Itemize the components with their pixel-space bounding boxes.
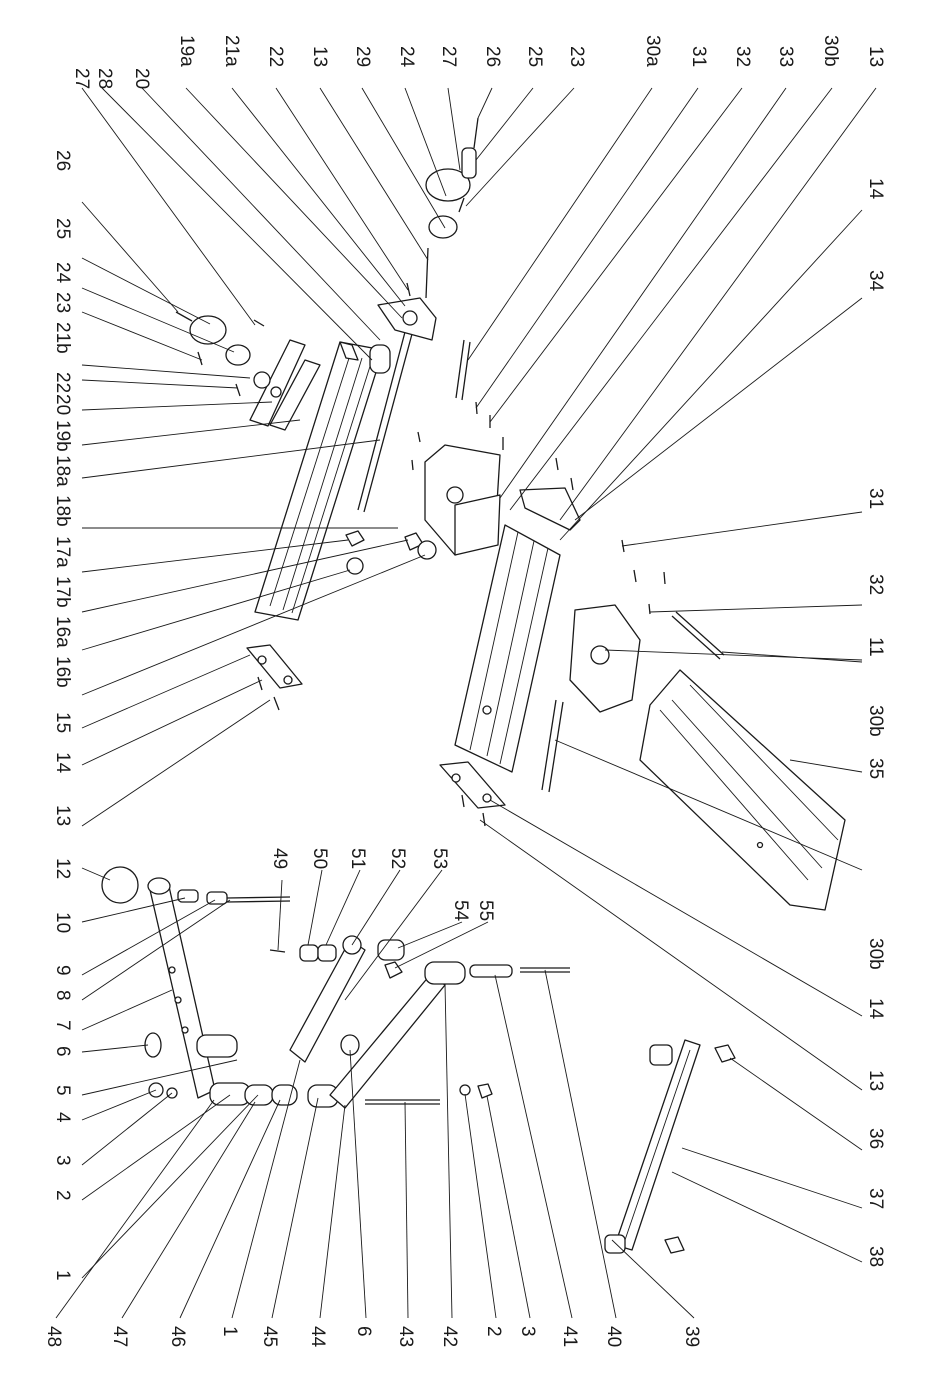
label-bottom-1: 47 bbox=[109, 1326, 130, 1347]
label-top-15: 32 bbox=[732, 46, 753, 67]
label-bottom-8: 42 bbox=[439, 1326, 460, 1347]
left-knob-assembly bbox=[176, 312, 320, 430]
label-bottom-0: 48 bbox=[43, 1326, 64, 1347]
label-left-17: 12 bbox=[52, 858, 73, 879]
label-left-7: 19b bbox=[52, 420, 73, 452]
angle-ruler bbox=[605, 1040, 735, 1253]
label-top-9: 27 bbox=[438, 46, 459, 67]
label-bottom-3: 1 bbox=[219, 1326, 240, 1337]
label-right-6: 35 bbox=[865, 758, 886, 779]
label-left-24: 4 bbox=[52, 1112, 73, 1123]
label-right-12: 38 bbox=[865, 1246, 886, 1267]
label-right-0: 14 bbox=[865, 178, 886, 200]
label-top-3: 19a bbox=[176, 35, 197, 67]
label-inner-6: 55 bbox=[475, 900, 496, 921]
label-top-14: 31 bbox=[688, 46, 709, 67]
label-inner-4: 53 bbox=[429, 848, 450, 869]
label-right-4: 11 bbox=[865, 637, 886, 657]
label-left-12: 16a bbox=[52, 616, 73, 648]
label-left-22: 6 bbox=[52, 1046, 73, 1057]
label-left-13: 16b bbox=[52, 656, 73, 688]
base-plate bbox=[640, 670, 845, 910]
label-left-16: 13 bbox=[52, 805, 73, 826]
label-inner-1: 50 bbox=[309, 848, 330, 869]
label-right-10: 36 bbox=[865, 1128, 886, 1149]
label-inner-0: 49 bbox=[269, 848, 290, 869]
label-top-18: 13 bbox=[865, 46, 886, 67]
label-right-9: 13 bbox=[865, 1070, 886, 1091]
label-left-4: 21b bbox=[52, 322, 73, 354]
label-left-0: 26 bbox=[52, 150, 73, 171]
label-right-11: 37 bbox=[865, 1188, 886, 1209]
label-right-1: 34 bbox=[865, 270, 886, 292]
label-inner-5: 54 bbox=[450, 900, 471, 922]
label-left-6: 20 bbox=[52, 394, 73, 415]
right-knob-assembly bbox=[378, 118, 478, 340]
label-bottom-6: 6 bbox=[353, 1326, 374, 1337]
label-inner-2: 51 bbox=[347, 848, 368, 869]
label-left-8: 18a bbox=[52, 455, 73, 487]
label-bottom-7: 43 bbox=[395, 1326, 416, 1347]
label-left-15: 14 bbox=[52, 752, 73, 774]
label-right-5: 30b bbox=[865, 705, 886, 737]
label-top-10: 26 bbox=[482, 46, 503, 67]
label-left-19: 9 bbox=[52, 965, 73, 976]
label-bottom-13: 39 bbox=[681, 1326, 702, 1347]
label-left-14: 15 bbox=[52, 712, 73, 733]
center-carriage bbox=[412, 340, 580, 555]
label-left-10: 17a bbox=[52, 536, 73, 568]
label-bottom-4: 45 bbox=[259, 1326, 280, 1347]
label-right-8: 14 bbox=[865, 998, 886, 1020]
label-top-13: 30a bbox=[642, 35, 663, 67]
label-bottom-2: 46 bbox=[167, 1326, 188, 1347]
label-left-2: 24 bbox=[52, 262, 73, 284]
lever-assembly bbox=[102, 867, 570, 1108]
label-bottom-10: 3 bbox=[517, 1326, 538, 1337]
label-left-9: 18b bbox=[52, 495, 73, 527]
label-left-5: 22 bbox=[52, 372, 73, 393]
label-left-1: 25 bbox=[52, 218, 73, 239]
label-top-5: 22 bbox=[265, 46, 286, 67]
label-left-20: 8 bbox=[52, 990, 73, 1001]
label-bottom-11: 41 bbox=[559, 1326, 580, 1347]
label-top-2: 20 bbox=[131, 68, 152, 89]
label-top-0: 27 bbox=[71, 68, 92, 89]
label-bottom-5: 44 bbox=[307, 1326, 328, 1348]
label-left-27: 1 bbox=[52, 1270, 73, 1281]
label-inner-3: 52 bbox=[387, 848, 408, 869]
label-bottom-12: 40 bbox=[603, 1326, 624, 1347]
label-left-25: 3 bbox=[52, 1155, 73, 1166]
label-top-7: 29 bbox=[352, 46, 373, 67]
label-top-16: 33 bbox=[775, 46, 796, 67]
label-left-11: 17b bbox=[52, 576, 73, 608]
label-top-12: 23 bbox=[566, 46, 587, 67]
label-right-3: 32 bbox=[865, 574, 886, 595]
label-top-4: 21a bbox=[221, 35, 242, 67]
label-left-18: 10 bbox=[52, 912, 73, 933]
label-right-2: 31 bbox=[865, 488, 886, 509]
label-right-7: 30b bbox=[865, 938, 886, 970]
label-left-23: 5 bbox=[52, 1085, 73, 1096]
label-left-21: 7 bbox=[52, 1020, 73, 1031]
label-top-17: 30b bbox=[820, 35, 841, 67]
label-bottom-9: 2 bbox=[483, 1326, 504, 1337]
label-top-8: 24 bbox=[396, 46, 417, 68]
label-top-1: 28 bbox=[94, 68, 115, 89]
label-top-11: 25 bbox=[524, 46, 545, 67]
label-left-26: 2 bbox=[52, 1190, 73, 1201]
label-top-6: 13 bbox=[309, 46, 330, 67]
label-left-3: 23 bbox=[52, 292, 73, 313]
callout-labels: 27 28 20 19a 21a 22 13 29 24 27 26 25 23… bbox=[43, 35, 886, 1348]
